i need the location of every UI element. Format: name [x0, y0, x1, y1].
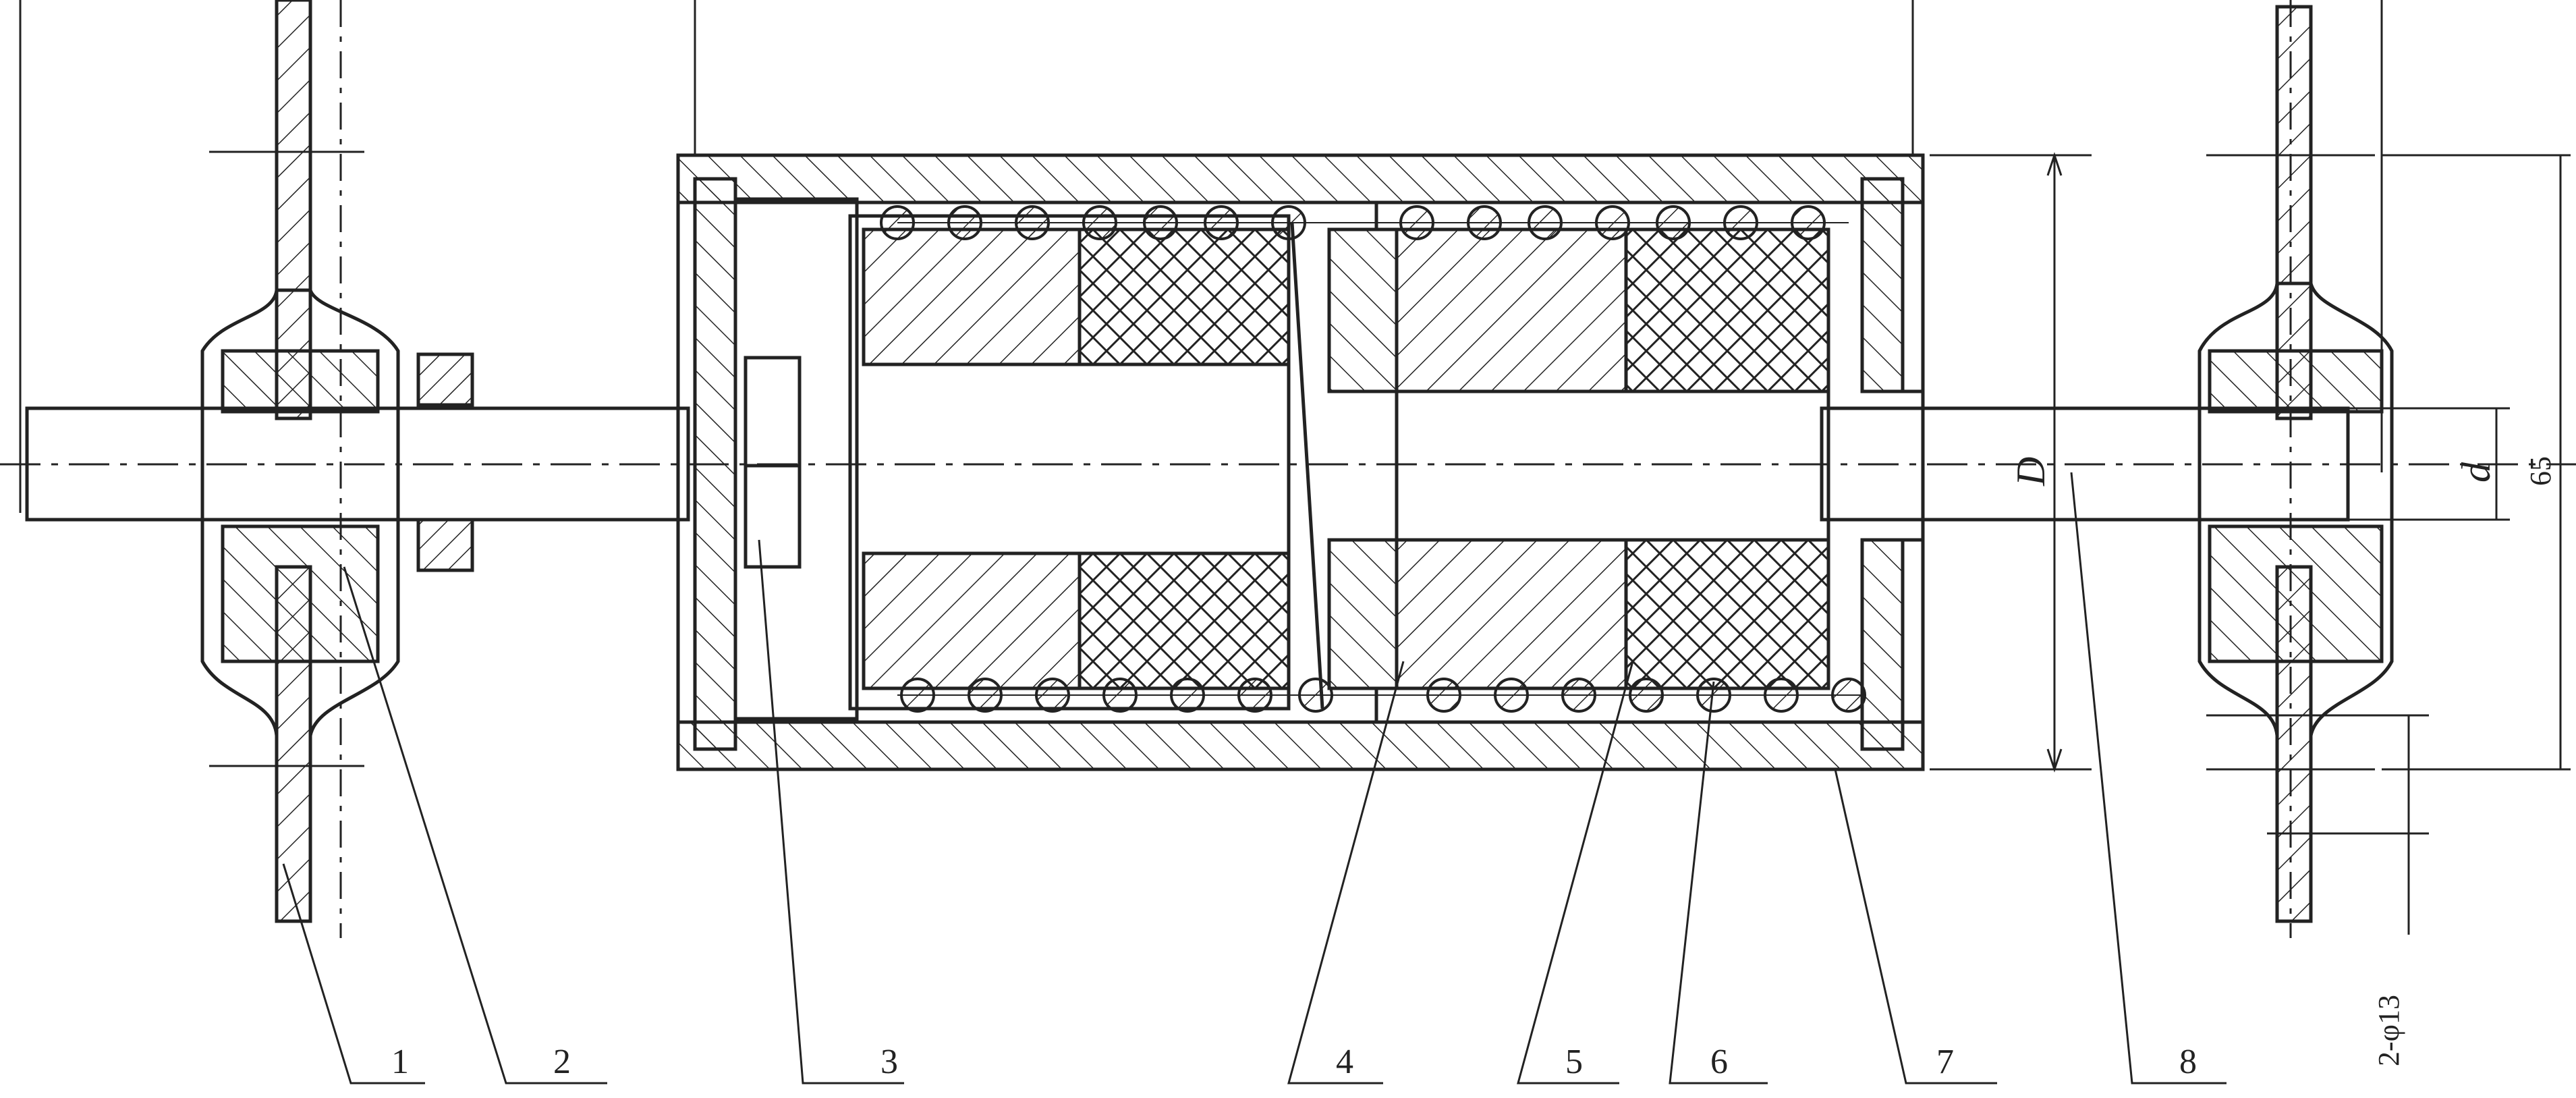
part-label-2: 2	[553, 1043, 571, 1081]
part-label-4: 4	[1336, 1043, 1353, 1081]
dimension-label-d: d	[2454, 462, 2498, 483]
inner-sleeve	[848, 214, 1291, 711]
left-mounting-bracket	[200, 0, 400, 923]
spring-coils	[880, 205, 1866, 713]
left-damper-blocks	[862, 227, 1291, 690]
leader-lines	[282, 472, 2227, 1085]
part-label-8: 8	[2179, 1043, 2197, 1081]
part-label-3: 3	[880, 1043, 898, 1081]
part-label-1: 1	[391, 1043, 409, 1081]
bolt-head	[733, 197, 859, 721]
dimension-label-D: D	[2009, 457, 2053, 487]
dimension-label-65: 65	[2524, 456, 2557, 486]
middle-piston	[1290, 200, 1399, 724]
dimension-label-hole: 2-φ13	[2372, 995, 2405, 1066]
left-hole-marks	[209, 150, 364, 767]
part-label-7: 7	[1936, 1043, 1954, 1081]
right-damper-blocks	[1395, 227, 1830, 690]
lock-nut	[416, 352, 474, 572]
part-label-5: 5	[1565, 1043, 1583, 1081]
dimension-d	[2348, 407, 2510, 521]
dimension-65	[2382, 154, 2571, 771]
part-label-6: 6	[1710, 1043, 1728, 1081]
dimension-hole	[2267, 714, 2429, 935]
dimension-D	[1930, 152, 2092, 773]
